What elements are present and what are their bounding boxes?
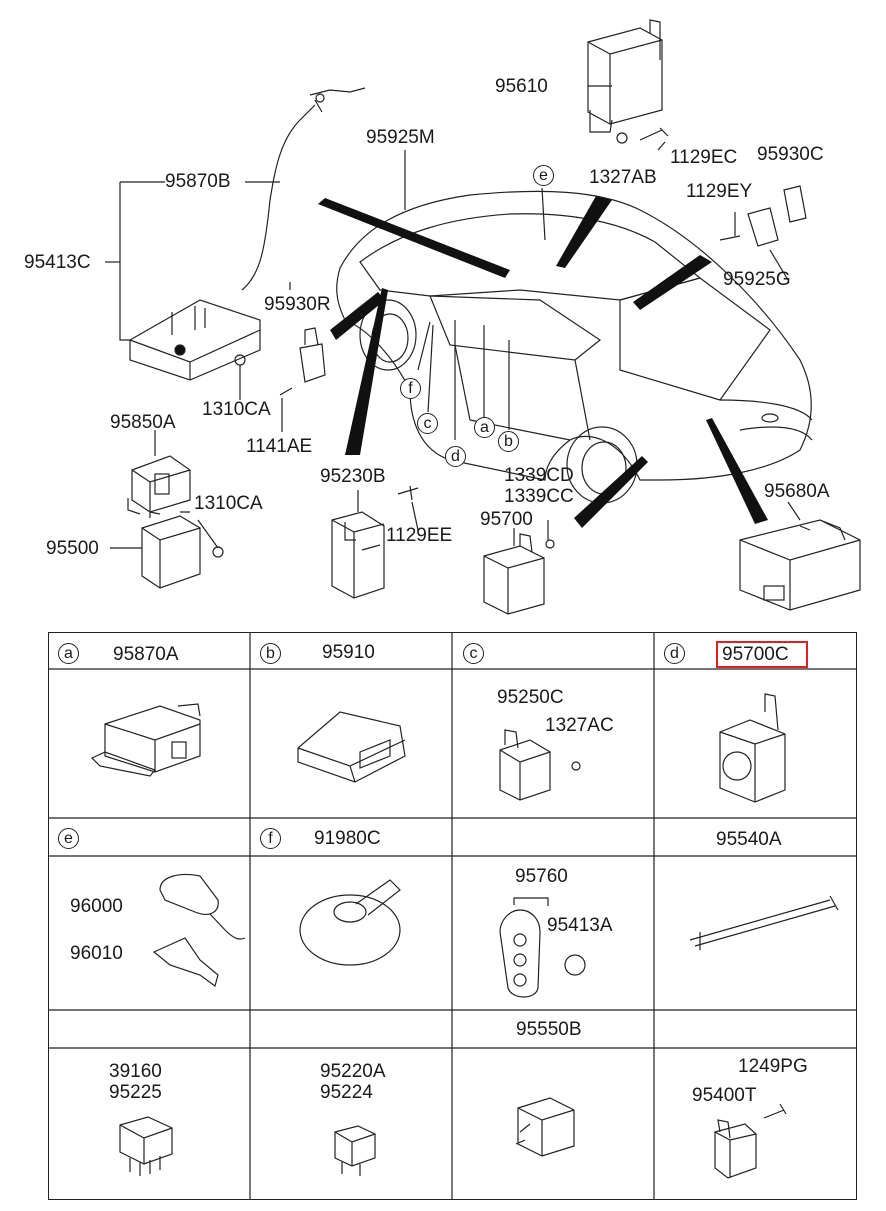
callout-d: d [445,446,466,467]
table-letter-a: a [58,643,79,664]
label-1129ey: 1129EY [686,181,753,202]
table-letter-b: b [260,643,281,664]
table-sub-95760: 95760 [515,866,568,887]
label-1310ca-upper: 1310CA [202,399,271,420]
label-95930r: 95930R [264,294,331,315]
table-part-95910: 95910 [322,642,375,663]
table-sub-39160: 39160 [109,1061,162,1082]
table-sub-1249pg: 1249PG [738,1056,808,1077]
table-letter-d: d [664,643,685,664]
label-95930c: 95930C [757,144,824,165]
table-part-95550b: 95550B [516,1019,582,1040]
table-letter-f: f [260,828,281,849]
label-95500: 95500 [46,538,99,559]
table-sub-95224: 95224 [320,1082,373,1103]
label-1129ec: 1129EC [670,147,738,168]
table-letter-c: c [463,643,484,664]
callout-a: a [474,417,495,438]
callout-f: f [400,378,421,399]
label-1339cd: 1339CD [504,465,574,486]
label-1339cc: 1339CC [504,486,574,507]
table-letter-e: e [58,828,79,849]
label-95925g: 95925G [723,269,791,290]
label-95413c: 95413C [24,252,91,273]
label-95680a: 95680A [764,481,830,502]
table-sub-96010: 96010 [70,943,123,964]
callout-b: b [498,431,519,452]
label-1310ca-lower: 1310CA [194,493,263,514]
table-sub-96000: 96000 [70,896,123,917]
table-part-91980c: 91980C [314,828,381,849]
label-95700: 95700 [480,509,533,530]
label-1141ae: 1141AE [246,436,313,457]
table-part-95700c: 95700C [722,644,789,665]
table-sub-95400t: 95400T [692,1085,757,1106]
label-1327ab: 1327AB [589,167,657,188]
table-sub-95225: 95225 [109,1082,162,1103]
table-sub-95413a: 95413A [547,915,613,936]
table-part-95540a: 95540A [716,829,782,850]
parts-table [48,632,857,1200]
label-95925m: 95925M [366,127,435,148]
label-95870b: 95870B [165,171,231,192]
label-95850a: 95850A [110,412,176,433]
callout-e: e [533,165,554,186]
label-95230b: 95230B [320,466,386,487]
table-sub-95220a: 95220A [320,1061,386,1082]
highlight-95700c [716,641,808,668]
table-part-95870a: 95870A [113,644,179,665]
label-1129ee: 1129EE [386,525,453,546]
table-sub-1327ac: 1327AC [545,715,614,736]
callout-c: c [417,413,438,434]
label-95610: 95610 [495,76,548,97]
table-sub-95250c: 95250C [497,687,564,708]
